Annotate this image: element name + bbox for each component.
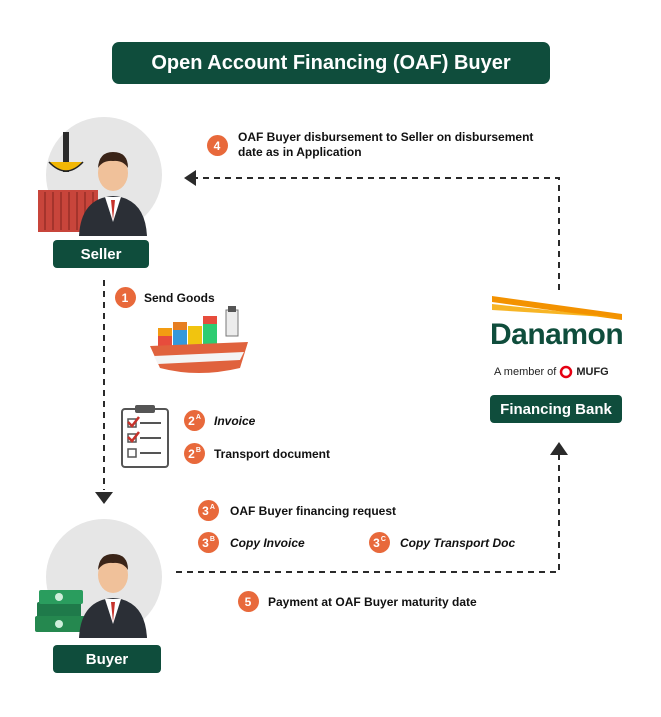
step-4-text: OAF Buyer disbursement to Seller on disb… [238, 130, 534, 159]
step-5-text: Payment at OAF Buyer maturity date [268, 595, 477, 609]
step-3b-text: Copy Invoice [230, 536, 305, 550]
step-2a-text: Invoice [214, 414, 256, 428]
step-1-badge: 1 [115, 287, 136, 308]
member-brand: MUFG [576, 366, 609, 378]
step-1-text: Send Goods [144, 291, 215, 305]
member-prefix: A member of [494, 366, 557, 378]
arrowhead-buyer [95, 492, 113, 504]
buyer-avatar-icon [35, 519, 162, 638]
step-2b-text: Transport document [214, 447, 331, 461]
diagram-title: Open Account Financing (OAF) Buyer [112, 42, 550, 84]
mufg-logo-icon [560, 365, 573, 379]
danamon-logo-icon [492, 296, 622, 320]
cargo-ship-icon [150, 306, 248, 373]
arrow-bank-to-seller [195, 177, 560, 290]
seller-label: Seller [53, 240, 149, 268]
arrowhead-bank [550, 442, 568, 455]
financing-bank-label: Financing Bank [490, 395, 622, 423]
bank-name: Danamon [490, 318, 624, 351]
seller-avatar-icon [38, 117, 162, 236]
step-4-badge: 4 [207, 135, 228, 156]
step-5-badge: 5 [238, 591, 259, 612]
step-3a-text: OAF Buyer financing request [230, 504, 397, 518]
buyer-label: Buyer [53, 645, 161, 673]
document-checklist-icon [121, 405, 169, 468]
step-3c-text: Copy Transport Doc [400, 536, 516, 550]
arrowhead-seller [184, 170, 196, 186]
bank-member-line: A member of MUFG [494, 365, 609, 379]
